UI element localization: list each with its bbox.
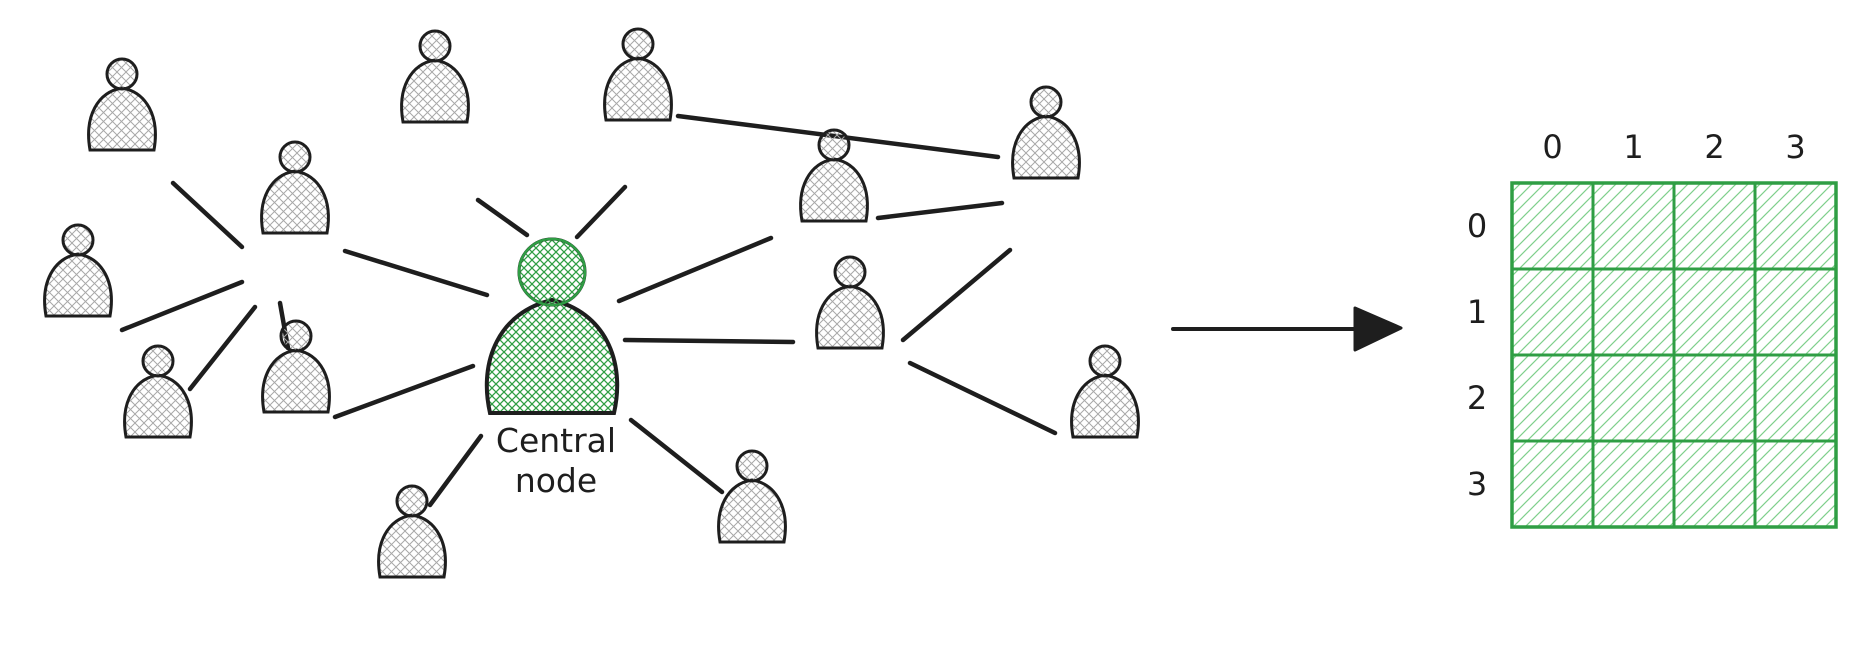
person-head-icon [141,344,175,378]
matrix-cell-1-3 [1753,267,1838,357]
column-header-2: 2 [1704,128,1724,166]
row-header-0: 0 [1467,207,1487,245]
edge [907,360,1058,436]
person-node [43,223,113,318]
person-node [603,27,673,122]
person-node [123,344,193,439]
matrix-border [1510,181,1838,529]
matrix-cell-1-2 [1672,267,1757,357]
person-node [87,57,157,152]
person-head-icon [833,255,867,289]
column-header-0: 0 [1542,128,1562,166]
adjacency-matrix: 0 1 2 3 0 1 2 3 [1467,128,1838,529]
person-head-icon [395,484,429,518]
person-head-icon [418,29,452,63]
person-node [1011,85,1081,180]
person-body-icon [815,284,885,350]
matrix-cell-0-0 [1510,181,1595,271]
matrix-cell-1-0 [1510,267,1595,357]
matrix-cell-3-3 [1753,439,1838,529]
column-header-3: 3 [1785,128,1805,166]
person-body-icon [717,478,787,544]
central-node-label-line1: Central [496,421,616,460]
matrix-cell-3-1 [1591,439,1676,529]
person-head-icon [278,140,312,174]
person-node [1070,344,1140,439]
central-node: Central node [484,237,620,500]
edge [875,200,1005,221]
person-node [377,484,447,579]
row-header-3: 3 [1467,465,1487,503]
edge [900,247,1013,343]
person-body-icon [377,513,447,579]
person-body-icon [123,373,193,439]
person-head-icon [105,57,139,91]
person-node [799,128,869,223]
edge [187,304,258,392]
person-body-icon [799,157,869,223]
edge [574,184,628,240]
person-body-icon [603,56,673,122]
matrix-cell-0-2 [1672,181,1757,271]
person-body-icon [260,169,330,235]
matrix-cell-3-2 [1672,439,1757,529]
transform-arrow [1171,306,1403,352]
edge [475,197,530,238]
edge [170,180,245,250]
person-head-icon [61,223,95,257]
central-node-body [484,297,620,415]
matrix-cell-2-2 [1672,353,1757,443]
row-header-2: 2 [1467,379,1487,417]
person-node [400,29,470,124]
matrix-cell-3-0 [1510,439,1595,529]
person-body-icon [87,86,157,152]
person-node [717,449,787,544]
network-edges [119,113,1058,508]
edge [622,337,796,345]
matrix-cells [1510,181,1838,529]
edge [616,235,774,304]
matrix-cell-0-1 [1591,181,1676,271]
person-node [261,319,331,414]
edge [342,248,490,298]
matrix-cell-0-3 [1753,181,1838,271]
edge [119,279,245,333]
person-head-icon [621,27,655,61]
person-body-icon [261,348,331,414]
matrix-cell-2-1 [1591,353,1676,443]
person-head-icon [1029,85,1063,119]
person-body-icon [400,58,470,124]
person-body-icon [1011,114,1081,180]
row-header-1: 1 [1467,293,1487,331]
matrix-cell-2-0 [1510,353,1595,443]
column-header-1: 1 [1623,128,1643,166]
edge [332,363,476,420]
matrix-cell-2-3 [1753,353,1838,443]
person-body-icon [1070,373,1140,439]
person-head-icon [817,128,851,162]
person-node [815,255,885,350]
arrow-head-icon [1353,306,1403,352]
person-head-icon [735,449,769,483]
peripheral-nodes [43,27,1140,579]
person-body-icon [43,252,113,318]
matrix-row-headers: 0 1 2 3 [1467,207,1487,503]
matrix-column-headers: 0 1 2 3 [1542,128,1805,166]
central-node-label-line2: node [515,461,597,500]
edge [628,417,725,495]
edge [427,433,484,508]
person-node [260,140,330,235]
matrix-cell-1-1 [1591,267,1676,357]
person-head-icon [279,319,313,353]
person-head-icon [1088,344,1122,378]
